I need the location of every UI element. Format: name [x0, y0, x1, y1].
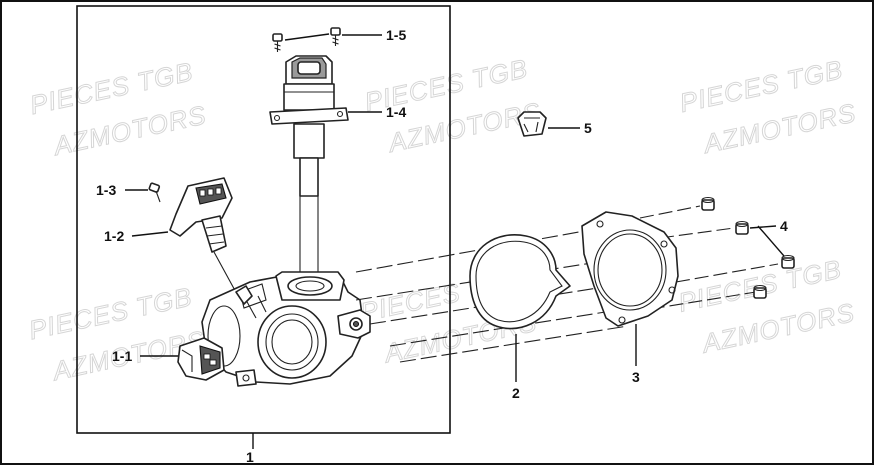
sensor-screw[interactable]	[148, 182, 161, 203]
throttle-actuator-connector[interactable]	[177, 337, 225, 381]
callout-2: 2	[512, 385, 520, 401]
throttle-position-sensor[interactable]	[169, 177, 233, 253]
flange-gasket[interactable]	[581, 211, 679, 327]
callout-5: 5	[584, 120, 592, 136]
callout-1-3: 1-3	[96, 182, 116, 198]
callout-1-4: 1-4	[386, 104, 406, 120]
callout-1-5: 1-5	[386, 27, 406, 43]
watermark-bottom-left: PIECES TGB AZMOTORS	[26, 281, 209, 387]
watermark-bottom-right: PIECES TGB AZMOTORS	[675, 253, 858, 359]
leader-1-5a	[284, 33, 330, 41]
throttle-body[interactable]	[201, 271, 371, 387]
watermark-top-left: PIECES TGB AZMOTORS	[27, 56, 210, 162]
idle-air-control-valve[interactable]	[269, 55, 349, 197]
callout-1: 1	[246, 449, 254, 465]
leader-1-2	[131, 231, 169, 237]
leader-4	[749, 225, 777, 229]
callout-4: 4	[780, 218, 788, 234]
watermark-group: PIECES TGB AZMOTORS PIECES TGB AZMOTORS …	[26, 53, 860, 387]
mounting-bolt-1[interactable]	[701, 196, 715, 211]
callout-3: 3	[632, 369, 640, 385]
o-ring-gasket[interactable]	[469, 234, 571, 330]
callout-1-1: 1-1	[112, 348, 132, 364]
mounting-bolt-4[interactable]	[753, 284, 767, 299]
mounting-bolt-2[interactable]	[735, 220, 749, 235]
valve-screw-left[interactable]	[272, 33, 283, 52]
leader-4b	[757, 225, 785, 257]
cap-part[interactable]	[517, 111, 547, 137]
callout-1-2: 1-2	[104, 228, 124, 244]
watermark-top-right: PIECES TGB AZMOTORS	[677, 54, 860, 160]
valve-screw-right[interactable]	[330, 27, 341, 46]
assembly-1-box	[76, 5, 451, 434]
mounting-bolt-3[interactable]	[781, 254, 795, 269]
